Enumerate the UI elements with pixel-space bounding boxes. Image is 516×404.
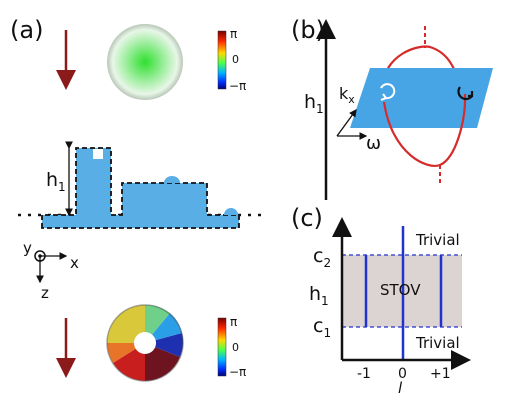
colorbar-top: π 0 −π [217, 27, 246, 93]
donut-hole [134, 332, 156, 354]
loop-upper-arc [381, 45, 463, 89]
x-tick-0: 0 [398, 366, 407, 382]
omega-label: ω [366, 133, 381, 154]
step-height-label: h1 [46, 169, 66, 194]
structure-bump-1 [164, 176, 180, 183]
kx-axis-arrow [336, 108, 357, 137]
donut-outer-shade [106, 304, 184, 382]
panel-b-label: (b) [291, 16, 325, 44]
stepped-structure: h1 [18, 141, 262, 229]
x-axis-label-l: l [398, 379, 403, 397]
x-tick-minus1: -1 [357, 366, 371, 382]
c2-label: c2 [313, 245, 331, 270]
donut-sector-green [145, 304, 170, 343]
colorbar-top-min: −π [229, 79, 246, 93]
region-trivial-bottom: Trivial [415, 334, 460, 352]
panel-c-label: (c) [291, 204, 323, 232]
kx-label: kx [339, 84, 355, 106]
region-trivial-top: Trivial [415, 231, 460, 249]
panel-b: (b) h1 kx ω [291, 16, 493, 200]
donut-sector-red [113, 343, 145, 381]
black-circulation-head [468, 91, 474, 98]
panel-a-label: (a) [10, 16, 43, 44]
height-axis-label: h1 [304, 91, 324, 116]
donut-sector-darkred [145, 343, 180, 381]
panel-c: (c) c2 h1 c1 Trivial STOV Trivial -1 0 +… [291, 204, 471, 397]
x-axis-label: x [70, 254, 79, 272]
colorbar-top-max: π [230, 27, 237, 41]
region-stov: STOV [380, 281, 421, 299]
structure-white-notch [93, 149, 103, 159]
colorbar-top-gradient [217, 30, 227, 90]
colorbar-bottom-max: π [230, 315, 237, 329]
colorbar-bottom-mid: 0 [232, 341, 239, 354]
colorbar-bottom-gradient [217, 317, 227, 377]
donut-sector-yellow [107, 305, 145, 343]
structure-bump-2 [224, 208, 238, 215]
y-axis-label: y [23, 239, 32, 257]
coordinate-axes: y x z [23, 239, 79, 302]
black-circulation-arc [457, 86, 473, 101]
vortex-icon-black [457, 86, 474, 101]
panel-a: (a) π 0 −π h1 [10, 16, 262, 382]
colorbar-bottom: π 0 −π [217, 315, 246, 379]
h1-label: h1 [309, 283, 329, 308]
input-beam-spot [107, 24, 183, 100]
colorbar-bottom-min: −π [229, 365, 246, 379]
structure-outline [41, 147, 240, 229]
white-circulation-head [380, 93, 388, 101]
colorbar-top-mid: 0 [232, 53, 239, 66]
donut-sector-cyan [145, 313, 182, 343]
vortex-icon-white [380, 83, 396, 101]
white-circulation-arc [380, 83, 396, 100]
x-tick-plus1: +1 [430, 366, 451, 382]
donut-sector-blue [145, 333, 184, 357]
z-axis-label: z [41, 284, 49, 302]
vortex-donut [106, 304, 184, 382]
c1-label: c1 [313, 315, 331, 340]
structure-body [42, 148, 239, 228]
